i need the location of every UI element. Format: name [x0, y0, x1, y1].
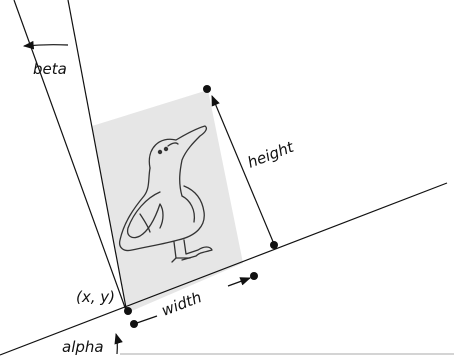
beta-angle-arrow [22, 40, 69, 50]
origin-dot [124, 307, 132, 315]
height-arrow [211, 95, 275, 245]
vertical-reference-line [13, 0, 128, 314]
height-end-dot [203, 85, 211, 93]
width-arrow-left [133, 315, 158, 325]
width-corner-dot [270, 241, 278, 249]
alpha-label: alpha [62, 338, 104, 356]
height-label: height [245, 137, 297, 171]
rotated-image-panel [92, 90, 243, 313]
origin-label: (x, y) [76, 288, 115, 306]
beta-label: beta [33, 60, 67, 78]
shear-edge-line [67, 0, 128, 314]
width-arrow-right [227, 277, 252, 287]
alpha-angle-arrow [114, 332, 123, 355]
baseline-axis [0, 182, 448, 356]
duck-illustration [118, 125, 213, 263]
width-end-dot [250, 272, 258, 280]
